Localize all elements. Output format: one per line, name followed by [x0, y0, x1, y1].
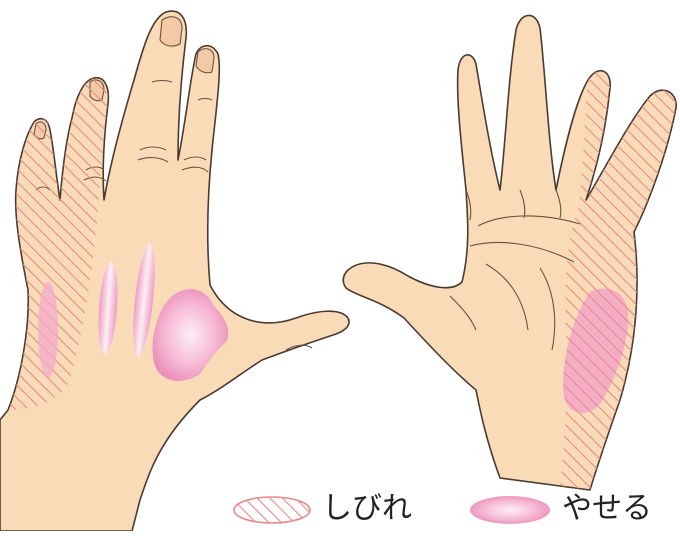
left-atrophy-edge: [38, 282, 58, 378]
right-hand-palm: [343, 15, 676, 490]
left-hand-back: [0, 11, 349, 531]
legend-numbness-label: しびれ: [322, 494, 412, 524]
hatched-ellipse-icon: [234, 497, 310, 523]
pink-ellipse-icon: [470, 496, 550, 524]
legend-atrophy-label: やせる: [562, 494, 652, 524]
